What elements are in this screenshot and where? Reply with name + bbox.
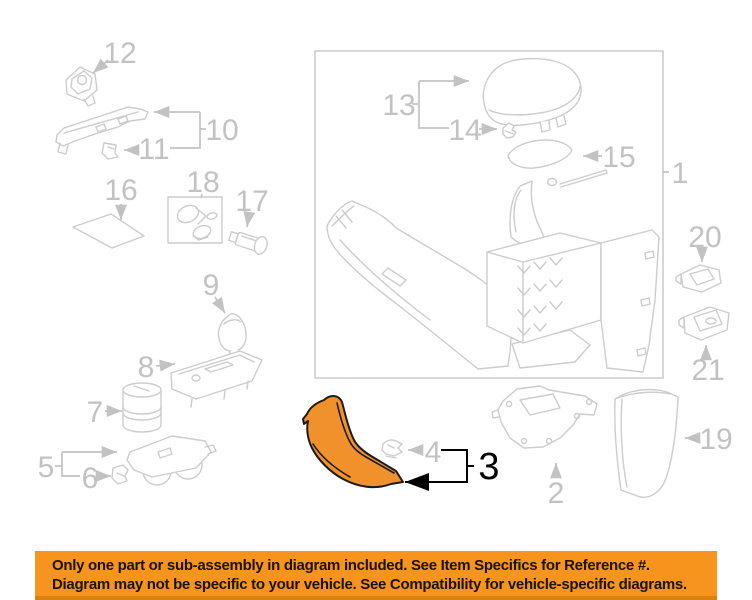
callout-18-label: 18 [186,166,219,199]
part-21-switch-illustration [678,306,730,341]
callout-12: 12 [92,37,137,74]
callout-2: 2 [548,463,565,510]
part-18-outlet-kit-illustration [167,196,223,244]
part-2-bracket-illustration [491,385,598,449]
part-7-ashtray-cup-illustration [122,382,162,433]
part-13-armrest-lid-illustration [482,57,582,133]
callout-2-label: 2 [548,477,565,510]
callout-1-label: 1 [672,157,689,190]
callout-3-highlighted: 3 [405,446,500,491]
part-16-mat-illustration [72,213,145,249]
callout-6-label: 6 [82,462,99,495]
callout-20: 20 [688,221,722,262]
callout-19: 19 [685,423,733,456]
part-10-trim-strip-illustration [55,106,149,155]
callout-11-label: 11 [138,133,169,166]
callout-17-label: 17 [235,185,268,218]
callout-15: 15 [583,141,636,174]
callout-12-label: 12 [103,37,136,70]
callout-10: 10 [154,106,239,149]
callout-5: 5 [38,446,117,484]
callout-16: 16 [104,174,138,220]
part-6-clip-illustration [111,464,129,485]
callout-11: 11 [124,133,170,166]
console-assembly-reference-box [314,50,664,379]
part-11-clip-illustration [101,142,119,160]
callout-16-label: 16 [104,174,137,207]
callout-9: 9 [203,269,226,314]
callout-10-label: 10 [205,114,238,147]
callout-13: 13 [382,75,469,129]
callout-9-label: 9 [203,269,220,302]
part-15-lid-mat-illustration [507,139,608,188]
callout-14-label: 14 [448,114,481,147]
callout-20-label: 20 [688,221,721,254]
callout-4: 4 [408,436,441,469]
part-4-clip-illustration [381,439,403,459]
callout-17: 17 [235,185,269,228]
part-14-latch-illustration [502,122,517,139]
part-20-switch-illustration [675,264,722,293]
callout-7-label: 7 [87,396,104,429]
notice-banner-line1: Only one part or sub-assembly in diagram… [52,557,650,574]
callout-15-label: 15 [602,141,635,174]
notice-banner-line2: Diagram may not be specific to your vehi… [52,576,687,593]
callout-6: 6 [82,462,111,495]
callout-5-label: 5 [38,451,55,484]
part-5-cupholder-illustration [126,435,217,486]
callout-4-label: 4 [425,436,442,469]
callout-19-label: 19 [699,423,732,456]
part-17-lighter-illustration [228,231,268,255]
callout-21-label: 21 [691,354,724,387]
console-body-illustration [326,180,660,373]
part-8-shifter-bezel-illustration [170,350,263,408]
callout-14: 14 [448,114,497,147]
notice-banner: Only one part or sub-assembly in diagram… [35,551,717,600]
callout-3-label: 3 [478,446,499,488]
callout-18: 18 [186,166,219,199]
part-19-rear-panel-illustration [614,388,679,498]
callout-1: 1 [663,157,688,190]
highlighted-part-3-console-side-panel [302,395,404,489]
callout-7: 7 [87,396,122,429]
callout-21: 21 [691,345,725,387]
exploded-parts-diagram: 12 10 11 16 18 17 9 8 7 5 6 [38,37,733,510]
callout-13-label: 13 [382,89,415,122]
callout-8: 8 [138,351,176,384]
callout-8-label: 8 [138,351,155,384]
part-12-switch-illustration [65,66,98,107]
